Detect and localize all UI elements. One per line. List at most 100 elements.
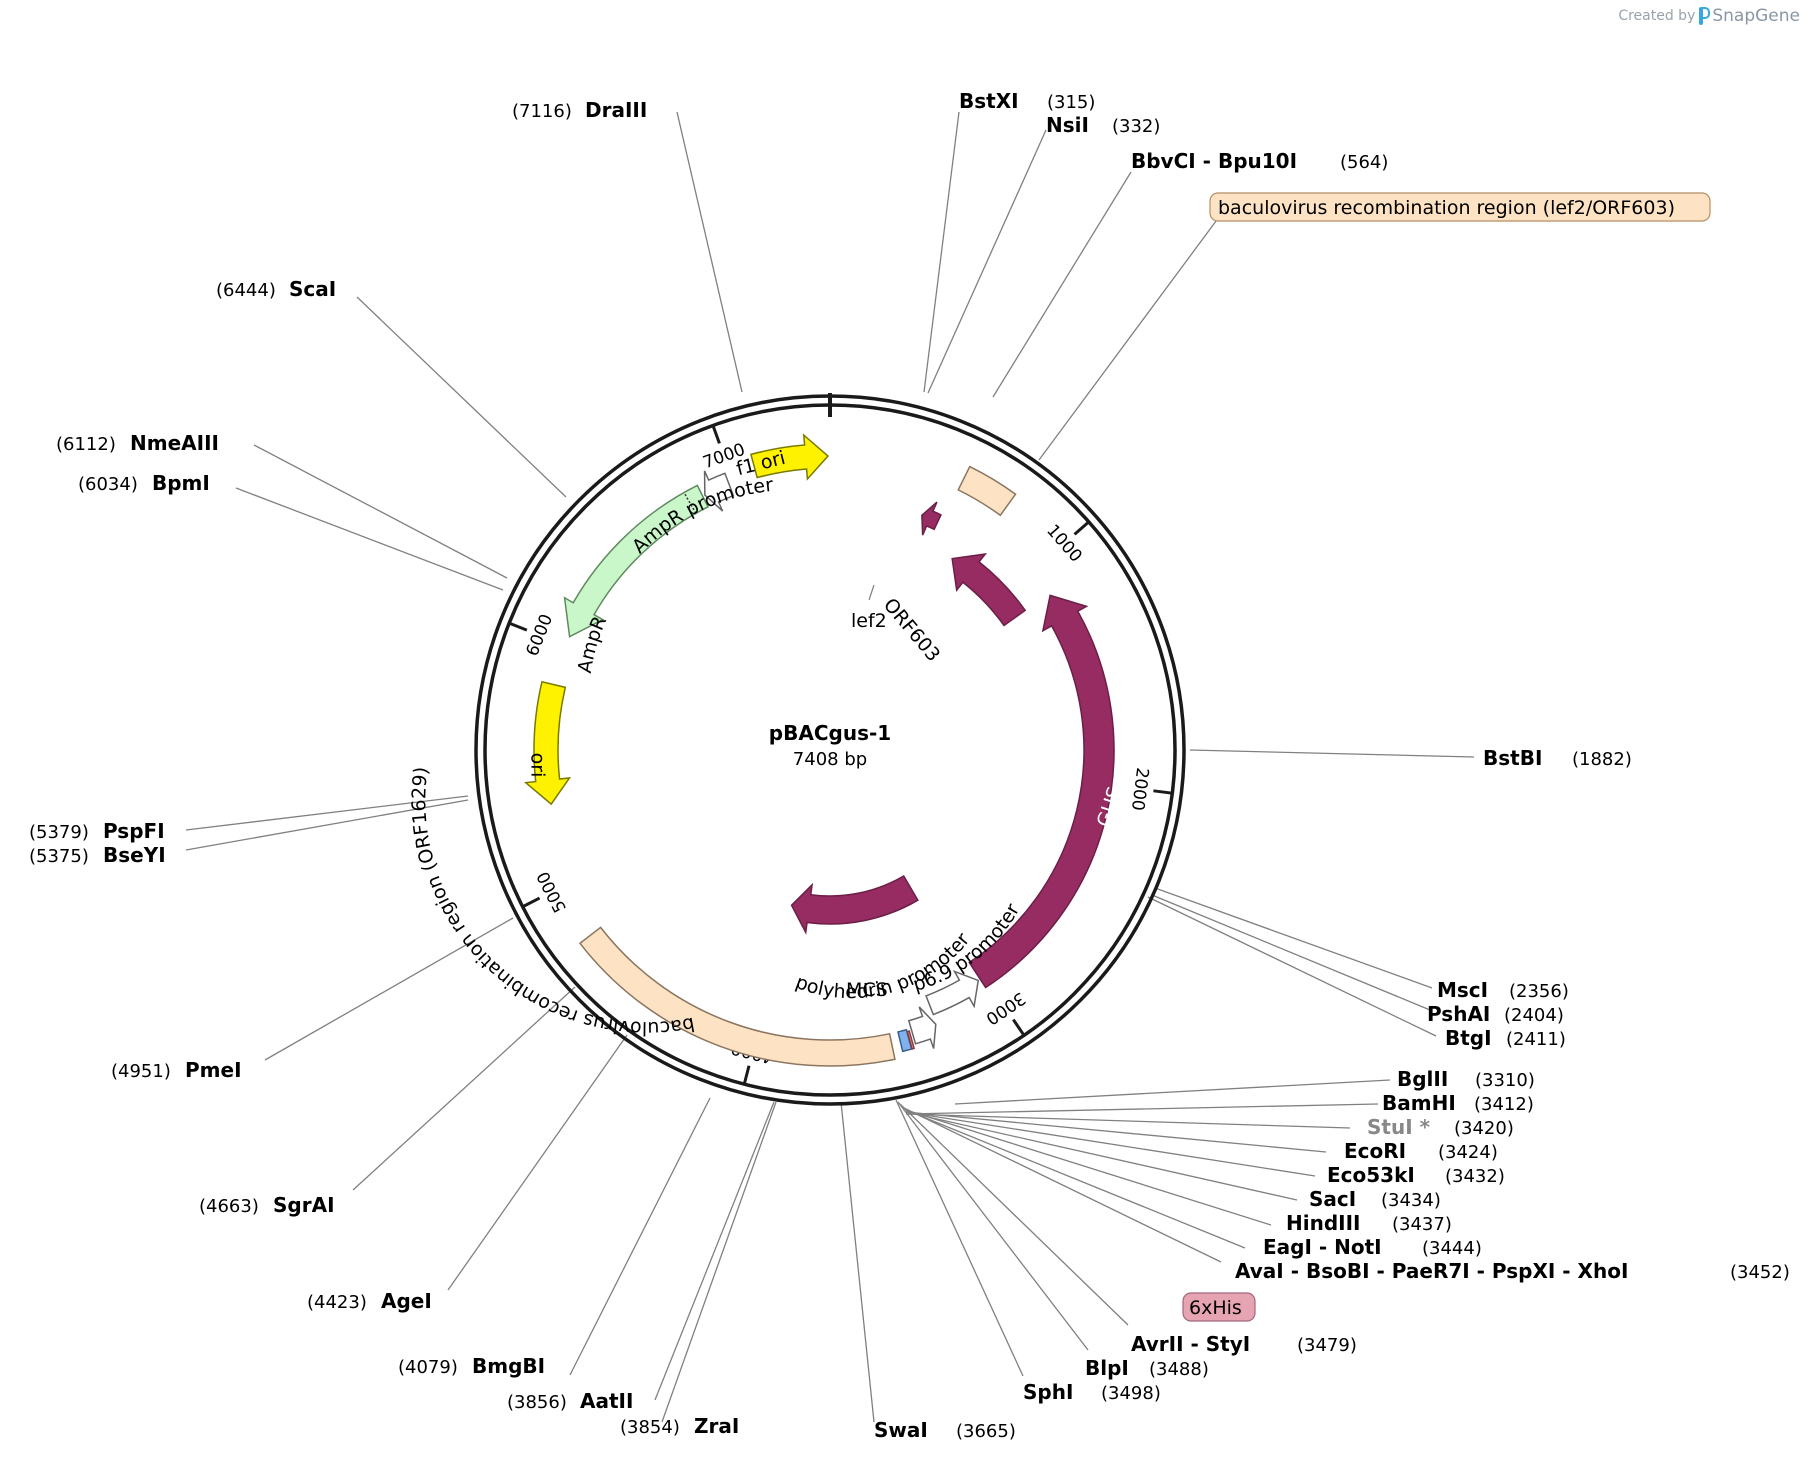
site-pos: (3432) xyxy=(1445,1166,1505,1187)
restriction-sites: (7116) DraIII (6444) ScaI (6112) NmeAIII… xyxy=(29,89,1790,1442)
site-name: MscI xyxy=(1437,978,1488,1002)
site-pos: (315) xyxy=(1047,92,1095,113)
polyhedrin-promoter-arrow xyxy=(907,1006,937,1049)
site-name: SacI xyxy=(1309,1187,1356,1211)
tick-mark xyxy=(742,1065,751,1085)
ampr-arrow xyxy=(563,484,710,638)
gus-arrow xyxy=(968,594,1115,989)
site-name: DraIII xyxy=(585,98,647,122)
ori-label: ori xyxy=(527,753,549,778)
site-pos: (4079) xyxy=(398,1357,458,1378)
his-tag-label: 6xHis xyxy=(1189,1297,1242,1319)
site-name: BamHI xyxy=(1382,1091,1456,1115)
site-pos: (6444) xyxy=(216,280,276,301)
orf1629-label: ORF1629 xyxy=(704,883,793,939)
his-tag-box: 6xHis xyxy=(1182,1292,1256,1322)
ori-arrow xyxy=(523,680,572,806)
site-name: NsiI xyxy=(1046,113,1089,137)
site-pos: (3424) xyxy=(1438,1142,1498,1163)
site-pos: (5375) xyxy=(29,846,89,867)
ampr-promoter-arrow xyxy=(703,470,735,512)
site-pos: (3488) xyxy=(1149,1359,1209,1380)
site-pos: (1882) xyxy=(1572,749,1632,770)
site-name: BlpI xyxy=(1085,1356,1129,1380)
site-name: BmgBI xyxy=(472,1354,545,1378)
site-name: AvaI - BsoBI - PaeR7I - PspXI - XhoI xyxy=(1235,1259,1628,1283)
site-pos: (5379) xyxy=(29,822,89,843)
region-lef2-orf603-arc xyxy=(957,465,1017,517)
lef2-label: lef2 xyxy=(851,610,887,632)
site-name: AvrII - StyI xyxy=(1131,1332,1250,1356)
site-pos: (3665) xyxy=(956,1421,1016,1442)
tick-label: 2000 xyxy=(1127,766,1152,811)
site-pos: (2356) xyxy=(1509,981,1569,1002)
plasmid-name: pBACgus-1 xyxy=(769,721,891,745)
plasmid-size: 7408 bp xyxy=(793,749,867,770)
tick-mark xyxy=(1073,520,1090,536)
site-name-muted: StuI * xyxy=(1367,1115,1431,1139)
site-pos: (332) xyxy=(1112,116,1160,137)
site-name: PshAI xyxy=(1427,1002,1490,1026)
site-pos: (4423) xyxy=(307,1292,367,1313)
f1-ori-arrow xyxy=(750,433,830,481)
site-name: BbvCI - Bpu10I xyxy=(1131,149,1297,173)
site-pos: (564) xyxy=(1340,152,1388,173)
site-name: NmeAIII xyxy=(130,431,219,455)
tick-mark xyxy=(1012,1018,1026,1037)
snapgene-logo-icon xyxy=(1699,7,1711,25)
p69-promoter-arrow xyxy=(925,969,980,1016)
site-pos: (3452) xyxy=(1730,1262,1790,1283)
tick-label: 5000 xyxy=(533,868,570,916)
created-by-text: Created by xyxy=(1618,8,1696,24)
tick-label: 1000 xyxy=(1042,521,1086,567)
site-pos: (3420) xyxy=(1454,1118,1514,1139)
site-pos: (3856) xyxy=(507,1392,567,1413)
orf603-arrow xyxy=(951,553,1027,627)
tick-label: 6000 xyxy=(523,611,558,659)
site-pos: (4951) xyxy=(111,1061,171,1082)
site-pos: (3498) xyxy=(1101,1383,1161,1404)
site-name: BstBI xyxy=(1483,746,1542,770)
snapgene-brand: Created by SnapGene xyxy=(1618,6,1800,26)
site-name: PspFI xyxy=(103,819,165,843)
lef2-arrow xyxy=(921,501,942,536)
his-box xyxy=(906,1030,916,1050)
leader-lines xyxy=(185,111,1475,1423)
site-name: BstXI xyxy=(959,89,1019,113)
tick-mark xyxy=(1153,789,1173,795)
site-pos: (3854) xyxy=(620,1417,680,1438)
snapgene-name: SnapGene xyxy=(1712,6,1800,26)
site-name: EcoRI xyxy=(1344,1139,1406,1163)
tick-mark xyxy=(508,621,528,632)
ampr-divider xyxy=(683,492,697,514)
site-pos: (7116) xyxy=(512,101,572,122)
site-pos: (3412) xyxy=(1474,1094,1534,1115)
site-name: BtgI xyxy=(1445,1026,1492,1050)
lef2-leader xyxy=(868,584,875,601)
site-name: ScaI xyxy=(289,277,336,301)
site-pos: (3434) xyxy=(1381,1190,1441,1211)
orf1629-arrow xyxy=(790,874,919,935)
tick-mark xyxy=(711,424,721,444)
site-pos: (4663) xyxy=(199,1196,259,1217)
site-name: ZraI xyxy=(694,1414,739,1438)
region-orf1629-arc xyxy=(578,926,896,1067)
region-top-label: baculovirus recombination region (lef2/O… xyxy=(1218,197,1675,219)
site-pos: (2411) xyxy=(1506,1029,1566,1050)
site-pos: (3437) xyxy=(1392,1214,1452,1235)
site-name: Eco53kI xyxy=(1327,1163,1415,1187)
site-name: AatII xyxy=(580,1389,633,1413)
site-pos: (3444) xyxy=(1422,1238,1482,1259)
orf603-label: ORF603 xyxy=(879,594,944,666)
site-name: PmeI xyxy=(185,1058,242,1082)
mcs-box xyxy=(897,1028,913,1053)
site-name: BseYI xyxy=(103,843,166,867)
site-pos: (6112) xyxy=(56,434,116,455)
site-name: EagI - NotI xyxy=(1263,1235,1382,1259)
site-pos: (6034) xyxy=(78,474,138,495)
site-pos: (3479) xyxy=(1297,1335,1357,1356)
site-name: AgeI xyxy=(381,1289,432,1313)
site-name: BpmI xyxy=(152,471,210,495)
mcs-label: MCS xyxy=(846,979,888,1001)
